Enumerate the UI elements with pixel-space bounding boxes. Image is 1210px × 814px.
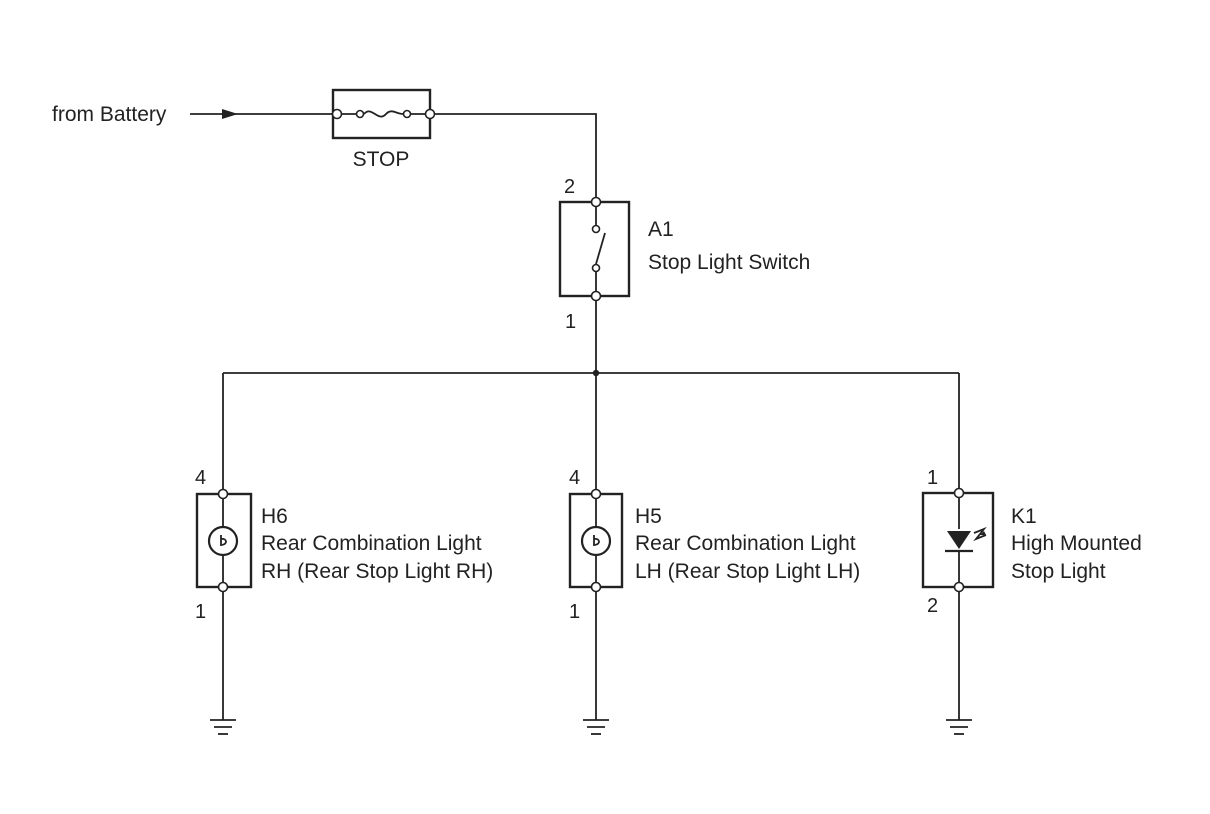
- fuse-to-switch-wire: [434, 113, 597, 197]
- h5-name-line2: LH (Rear Stop Light LH): [635, 560, 860, 583]
- h6-pin-top: 4: [195, 467, 206, 489]
- h5-name-line1: Rear Combination Light: [635, 532, 856, 555]
- h6-name-line1: Rear Combination Light: [261, 532, 482, 555]
- bulb-icon: [580, 525, 612, 557]
- ground-icon: [210, 719, 236, 735]
- h5-pin-top: 4: [569, 467, 580, 489]
- battery-source-label: from Battery: [52, 103, 167, 126]
- k1-name-line1: High Mounted: [1011, 532, 1142, 555]
- k1-name-line2: Stop Light: [1011, 560, 1106, 583]
- switch-pin-top: 2: [564, 176, 575, 198]
- junction-dot: [592, 369, 600, 377]
- stop-light-switch: [558, 196, 631, 302]
- ground-icon: [946, 719, 972, 735]
- h6-rear-combination-light-rh: [195, 488, 253, 593]
- h5-rear-combination-light-lh: [568, 488, 624, 593]
- fuse-label: STOP: [353, 148, 410, 171]
- h6-code: H6: [261, 505, 288, 528]
- ground-icon: [583, 719, 609, 735]
- battery-feed-wire: [190, 109, 337, 119]
- switch-pin-bottom: 1: [565, 311, 576, 333]
- k1-high-mounted-stop-light: [921, 487, 995, 593]
- switch-name: Stop Light Switch: [648, 251, 810, 274]
- k1-pin-top: 1: [927, 467, 938, 489]
- h5-pin-bottom: 1: [569, 601, 580, 623]
- switch-contact-icon: [595, 232, 606, 265]
- led-icon: [945, 526, 987, 553]
- fuse-element-icon: [341, 110, 426, 118]
- h5-code: H5: [635, 505, 662, 528]
- switch-code: A1: [648, 218, 674, 241]
- distribution-bus: [222, 300, 960, 490]
- k1-pin-bottom: 2: [927, 595, 938, 617]
- fuse-stop: [331, 88, 436, 140]
- k1-code: K1: [1011, 505, 1037, 528]
- h6-name-line2: RH (Rear Stop Light RH): [261, 560, 493, 583]
- bulb-icon: [207, 525, 239, 557]
- arrow-icon: [222, 109, 238, 119]
- h6-pin-bottom: 1: [195, 601, 206, 623]
